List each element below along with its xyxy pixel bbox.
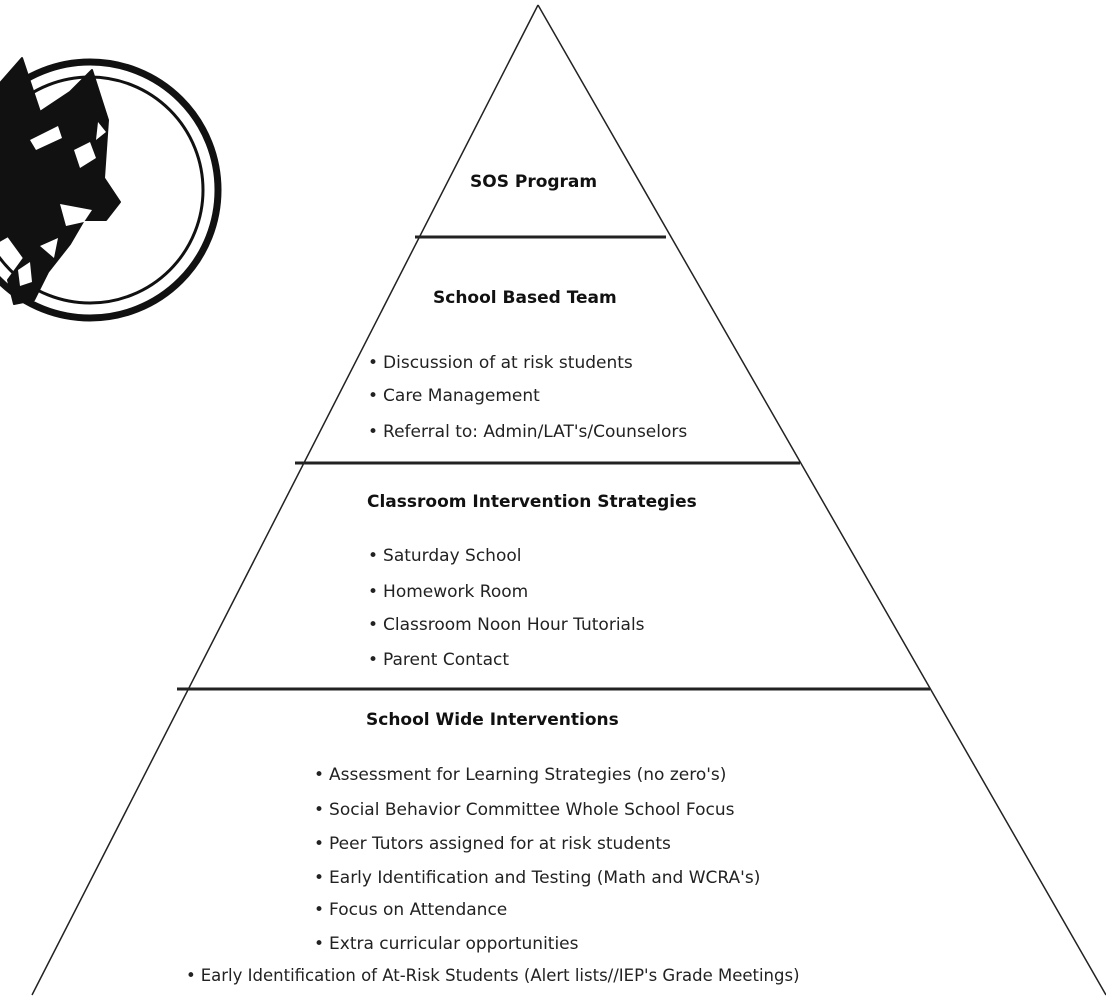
list-item: •Early Identification and Testing (Math … — [314, 868, 761, 888]
tier-title-school-based-team: School Based Team — [433, 288, 617, 308]
list-item: •Assessment for Learning Strategies (no … — [314, 765, 727, 785]
list-item: •Extra curricular opportunities — [314, 934, 579, 954]
bullet-icon: • — [314, 765, 325, 785]
list-item: •Classroom Noon Hour Tutorials — [368, 615, 645, 635]
bullet-icon: • — [368, 386, 379, 406]
wolf-head-emblem-icon — [0, 57, 222, 322]
bullet-icon: • — [314, 900, 325, 920]
list-item: •Saturday School — [368, 546, 522, 566]
bullet-icon: • — [368, 582, 379, 602]
bullet-icon: • — [368, 546, 379, 566]
bullet-icon: • — [314, 800, 325, 820]
tier-title-sos-program: SOS Program — [470, 172, 598, 192]
bullet-icon: • — [368, 615, 379, 635]
list-item: •Referral to: Admin/LAT's/Counselors — [368, 422, 688, 442]
list-item: •Peer Tutors assigned for at risk studen… — [314, 834, 671, 854]
pyramid-outline — [31, 4, 1106, 996]
list-item: •Social Behavior Committee Whole School … — [314, 800, 735, 820]
bullet-icon: • — [368, 650, 379, 670]
tier-dividers — [177, 235, 930, 691]
list-item: •Care Management — [368, 386, 540, 406]
list-item: •Early Identification of At-Risk Student… — [186, 966, 800, 985]
bullet-icon: • — [314, 834, 325, 854]
list-item: •Focus on Attendance — [314, 900, 508, 920]
bullet-icon: • — [314, 868, 325, 888]
bullet-icon: • — [368, 353, 379, 373]
list-item: •Parent Contact — [368, 650, 509, 670]
tier-title-classroom-intervention-strategies: Classroom Intervention Strategies — [367, 492, 697, 512]
list-item: •Discussion of at risk students — [368, 353, 633, 373]
bullet-icon: • — [368, 422, 379, 442]
list-item: •Homework Room — [368, 582, 529, 602]
tier-title-school-wide-interventions: School Wide Interventions — [366, 710, 619, 730]
bullet-icon: • — [314, 934, 325, 954]
bullet-icon: • — [186, 966, 196, 985]
